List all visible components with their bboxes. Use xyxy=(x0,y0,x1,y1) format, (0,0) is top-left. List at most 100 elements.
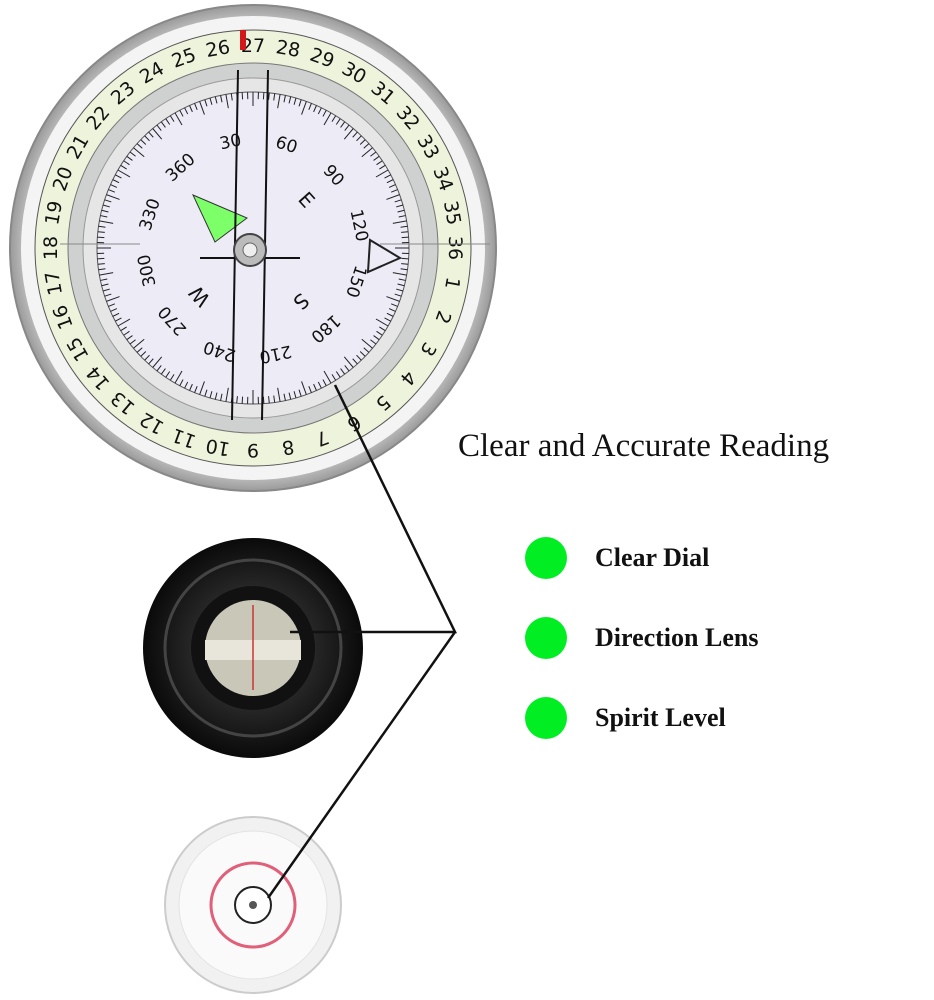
dial-tick xyxy=(394,199,402,203)
dial-tick xyxy=(179,110,184,117)
dial-tick xyxy=(126,155,133,161)
bezel-number: 18 xyxy=(40,236,62,260)
dial-tick xyxy=(102,204,110,208)
bezel-number: 19 xyxy=(41,199,67,227)
dial-tick xyxy=(117,318,131,327)
dial-tick xyxy=(140,351,147,357)
dial-tick xyxy=(236,396,238,404)
dial-tick xyxy=(375,318,389,327)
bezel-number: 8 xyxy=(280,435,296,459)
dial-tick xyxy=(112,179,120,184)
dial-tick xyxy=(169,115,175,122)
dial-tick xyxy=(397,209,405,213)
dial-tick xyxy=(133,338,145,349)
dial-tick xyxy=(225,387,229,402)
dial-tick xyxy=(156,365,162,372)
dial-number: 30 xyxy=(218,130,243,154)
south-pointer xyxy=(366,238,403,274)
dial-tick xyxy=(298,99,302,107)
dial-tick xyxy=(394,293,402,297)
dial-tick xyxy=(373,155,380,161)
headline: Clear and Accurate Reading xyxy=(458,428,830,464)
dial-tick xyxy=(384,174,391,179)
dial-tick xyxy=(400,268,408,271)
dial-tick xyxy=(136,143,143,149)
dial-tick xyxy=(220,393,223,401)
dial-tick xyxy=(298,389,302,397)
dial-tick xyxy=(340,368,346,375)
dial-tick xyxy=(209,391,213,399)
dial-tick xyxy=(376,160,383,166)
dial-tick xyxy=(97,263,105,265)
dial-tick xyxy=(99,220,114,224)
dial-tick xyxy=(386,312,394,317)
dial-tick xyxy=(386,179,394,184)
dial-tick xyxy=(396,288,404,292)
dial-tick xyxy=(396,204,404,208)
dial-tick xyxy=(388,184,396,188)
dial-tick xyxy=(363,347,370,353)
dial-tick xyxy=(160,121,166,128)
dial-tick xyxy=(335,118,341,125)
dial-tick xyxy=(301,381,307,395)
dial-tick xyxy=(144,354,150,361)
bezel-number: 35 xyxy=(439,199,465,227)
dial-tick xyxy=(390,189,398,193)
dial-tick xyxy=(108,189,116,193)
dial-tick xyxy=(123,330,130,336)
dial-tick xyxy=(283,95,286,103)
dial-tick xyxy=(397,283,405,287)
dial-tick xyxy=(331,374,337,381)
dial-tick xyxy=(100,278,108,281)
dial-tick xyxy=(398,278,406,281)
dial-tick xyxy=(199,381,205,395)
dial-tick xyxy=(165,371,171,378)
dial-tick xyxy=(174,112,183,126)
dial-tick xyxy=(268,92,270,100)
dial-tick xyxy=(356,354,362,361)
dial-tick xyxy=(174,370,183,384)
dial-tick xyxy=(388,308,396,312)
dial-tick xyxy=(322,110,327,117)
spirit-level xyxy=(164,816,342,994)
dial-tick xyxy=(344,124,350,131)
dial-tick xyxy=(144,135,150,142)
dial-tick xyxy=(331,115,337,122)
dial-tick xyxy=(148,131,154,138)
dial-tick xyxy=(308,385,312,393)
dial-tick xyxy=(209,97,213,105)
dial-tick xyxy=(273,93,276,101)
dial-tick xyxy=(204,99,208,107)
dial-tick xyxy=(199,101,205,115)
callout-lines xyxy=(266,384,457,899)
dial-tick xyxy=(379,326,386,332)
dial-tick xyxy=(343,128,354,140)
dial-tick xyxy=(308,103,312,111)
dial-tick xyxy=(156,124,162,131)
dial-tick xyxy=(301,101,307,115)
dial-tick xyxy=(363,143,370,149)
dial-tick xyxy=(136,347,143,353)
bezel-number: 1 xyxy=(440,275,464,291)
dial-tick xyxy=(214,392,218,400)
dial-tick xyxy=(160,368,166,375)
dial-tick xyxy=(386,296,400,302)
dial-tick xyxy=(344,365,350,372)
dial-tick xyxy=(102,288,110,292)
dial-tick xyxy=(112,312,120,317)
dial-tick xyxy=(194,103,198,111)
dial-tick xyxy=(184,381,189,389)
dial-tick xyxy=(106,194,120,200)
dial-tick xyxy=(100,215,108,218)
dial-tick xyxy=(220,95,223,103)
dial-tick xyxy=(123,160,130,166)
dial-tick xyxy=(293,97,297,105)
feature-clear-dial: Clear Dial xyxy=(525,537,709,579)
dial-tick xyxy=(204,389,208,397)
dial-tick xyxy=(101,209,109,213)
dial-tick xyxy=(376,330,383,336)
dial-tick xyxy=(288,392,292,400)
dial-tick xyxy=(359,351,366,357)
